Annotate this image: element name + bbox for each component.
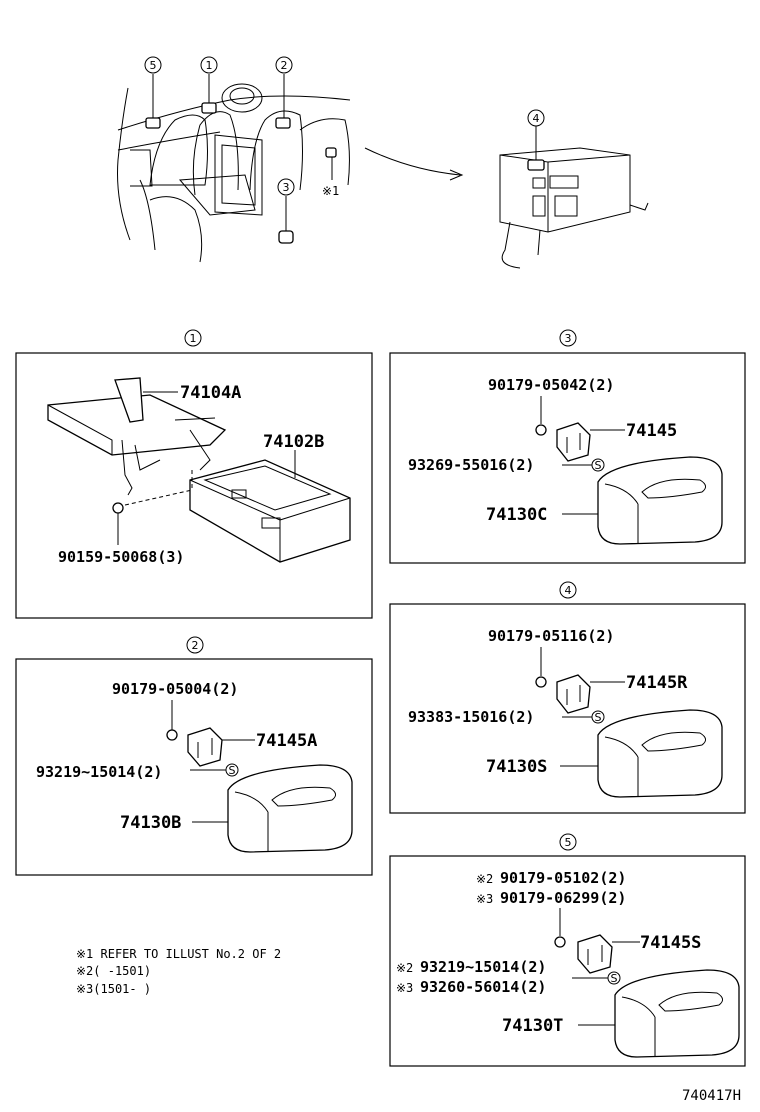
bracket-74145r-drawing [556, 674, 591, 714]
part-93219-15014-p5: 93219~15014(2) [420, 958, 546, 976]
panel-5: 5 ※2 90179-05102(2) ※3 90179-06299(2) 74… [389, 833, 746, 1067]
panel-1-number: 1 [190, 332, 197, 345]
ashtray-74102b-drawing [189, 459, 351, 563]
figure-id: 740417H [682, 1088, 741, 1104]
part-74145: 74145 [626, 421, 677, 441]
svg-text:S: S [595, 711, 602, 724]
svg-text:※3: ※3 [396, 981, 413, 995]
part-90179-05042: 90179-05042(2) [488, 376, 614, 394]
callout-5-top: 5 [144, 56, 162, 74]
part-74104a: 74104A [180, 383, 241, 403]
s-mark: S [229, 764, 236, 777]
part-93219-15014: 93219~15014(2) [36, 763, 162, 781]
part-93260-56014: 93260-56014(2) [420, 978, 546, 996]
panel-4: 4 90179-05116(2) 74145R 93383-15016(2) S… [389, 581, 746, 814]
part-90159-50068: 90159-50068(3) [58, 548, 184, 566]
panel-5-number: 5 [565, 836, 572, 849]
vehicle-interior-overview [117, 74, 649, 269]
panel-3-number: 3 [565, 332, 572, 345]
nut-drawing [166, 729, 178, 741]
ashtray-74130b-drawing [227, 764, 353, 853]
svg-text:2: 2 [281, 59, 288, 72]
part-90179-05116: 90179-05116(2) [488, 627, 614, 645]
part-90179-06299: 90179-06299(2) [500, 889, 626, 907]
part-74145r: 74145R [626, 673, 688, 693]
svg-text:※2: ※2 [476, 872, 493, 886]
panel-3: 3 90179-05042(2) 74145 93269-55016(2) S … [389, 329, 746, 564]
part-74130t: 74130T [502, 1016, 563, 1036]
callout-4-top: 4 [527, 109, 545, 127]
part-74102b: 74102B [263, 432, 324, 452]
svg-text:※3: ※3 [476, 892, 493, 906]
bracket-74145s-drawing [577, 934, 613, 974]
callout-1-top: 1 [200, 56, 218, 74]
svg-text:※2: ※2 [396, 961, 413, 975]
bracket-74145-drawing [556, 422, 591, 462]
part-74130s: 74130S [486, 757, 547, 777]
callout-3-top: 3 [277, 178, 295, 196]
ashtray-74130s-drawing [597, 709, 723, 798]
svg-text:3: 3 [283, 181, 290, 194]
note-3: ※3(1501- ) [76, 982, 151, 996]
part-74145s: 74145S [640, 933, 701, 953]
svg-text:1: 1 [206, 59, 213, 72]
bracket-74104a-drawing [47, 377, 227, 496]
svg-text:4: 4 [533, 112, 540, 125]
part-93269-55016: 93269-55016(2) [408, 456, 534, 474]
part-74130b: 74130B [120, 813, 181, 833]
callout-2-top: 2 [275, 56, 293, 74]
part-93383-15016: 93383-15016(2) [408, 708, 534, 726]
part-74145a: 74145A [256, 731, 317, 751]
ref-mark-1: ※1 [322, 184, 339, 198]
bracket-74145a-drawing [187, 727, 223, 767]
part-90179-05102: 90179-05102(2) [500, 869, 626, 887]
svg-text:S: S [595, 459, 602, 472]
panel-1: 1 74104A 74102B [15, 329, 373, 619]
panel-2-number: 2 [192, 639, 199, 652]
notes: ※1 REFER TO ILLUST No.2 OF 2 ※2( -1501) … [76, 947, 281, 996]
screw-90159-drawing [112, 470, 193, 545]
ashtray-74130c-drawing [597, 456, 723, 545]
panel-4-number: 4 [565, 584, 572, 597]
note-2: ※2( -1501) [76, 964, 151, 978]
ashtray-74130t-drawing [614, 969, 740, 1058]
part-90179-05004: 90179-05004(2) [112, 680, 238, 698]
svg-text:5: 5 [150, 59, 157, 72]
note-1: ※1 REFER TO ILLUST No.2 OF 2 [76, 947, 281, 961]
svg-text:S: S [611, 972, 618, 985]
panel-2: 2 90179-05004(2) 74145A 93219~15014(2) S… [15, 636, 373, 876]
part-74130c: 74130C [486, 505, 547, 525]
